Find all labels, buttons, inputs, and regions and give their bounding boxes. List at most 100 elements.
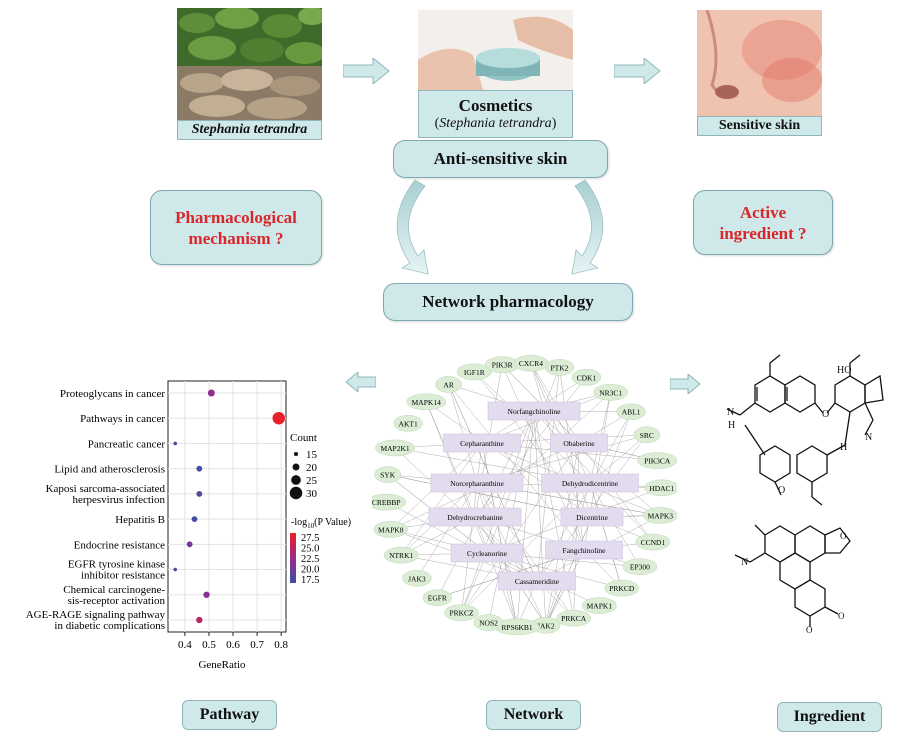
- size-legend-label: 25: [306, 475, 318, 487]
- gene-node-label: MAP2K1: [380, 444, 409, 453]
- svg-text:O: O: [840, 531, 847, 541]
- network-pharmacology-box: Network pharmacology: [383, 283, 633, 321]
- compound-node-label: Norcepharanthine: [450, 479, 504, 488]
- gene-node-label: PIK3CA: [644, 457, 671, 466]
- pathway-label: Pathway: [182, 700, 277, 730]
- data-point: [196, 616, 203, 624]
- gene-node: [457, 363, 492, 381]
- cosmetics-photo: [418, 10, 573, 90]
- svg-text:H: H: [840, 442, 847, 453]
- network-graph: PTK2CDK1NR3C1ABL1SRCPIK3CAHDAC1MAPK3CCND…: [372, 354, 677, 636]
- compound-node-label: Dehydrodicentrine: [562, 479, 619, 488]
- compound-node: [550, 433, 608, 453]
- cosmetics-box: Cosmetics (Stephania tetrandra): [418, 90, 573, 138]
- cosmetics-title: Cosmetics: [458, 96, 533, 115]
- svg-text:H: H: [728, 420, 735, 431]
- svg-text:O: O: [838, 611, 845, 621]
- gene-node-label: MAPK8: [378, 525, 404, 534]
- gene-node: [393, 415, 423, 432]
- sensitive-skin-photo: [697, 10, 822, 116]
- compound-node: [428, 507, 522, 527]
- color-legend-title: -log10(P Value): [291, 517, 351, 530]
- ingredient-label: Ingredient: [777, 702, 882, 732]
- size-legend-label: 20: [306, 462, 318, 474]
- gene-node-label: IGF1R: [464, 368, 485, 377]
- gene-node-label: PRKCD: [609, 584, 635, 593]
- gene-node: [422, 589, 453, 607]
- gene-node-label: HDAC1: [649, 484, 674, 493]
- gene-node-label: PRKCZ: [449, 609, 474, 618]
- gene-node-label: PTK2: [551, 363, 569, 372]
- gene-node-label: EP300: [630, 563, 650, 572]
- x-axis-label: GeneRatio: [198, 659, 246, 671]
- size-legend-dot: [292, 463, 300, 471]
- svg-text:O: O: [822, 409, 829, 420]
- anti-sensitive-skin-box: Anti-sensitive skin: [393, 140, 608, 178]
- data-point: [186, 541, 193, 548]
- size-legend-dot: [289, 486, 303, 500]
- x-tick-label: 0.8: [274, 639, 288, 651]
- data-point: [173, 567, 178, 572]
- gene-node-label: EGFR: [428, 594, 447, 603]
- y-tick-label: Pancreatic cancer: [88, 438, 166, 450]
- gene-node-label: MAPK1: [587, 602, 613, 611]
- cycle-arrows-icon: [396, 179, 604, 275]
- svg-text:HO: HO: [837, 365, 851, 376]
- gene-node-label: AKT1: [399, 419, 418, 428]
- arrow-left-icon: [346, 372, 376, 392]
- arrow-right-icon: [670, 374, 700, 394]
- gene-node: [616, 403, 646, 421]
- gene-node: [402, 569, 432, 587]
- gene-node: [406, 393, 447, 411]
- compound-node-label: Cassameridine: [515, 577, 560, 586]
- compound-node-label: Cepharanthine: [460, 439, 504, 448]
- herb-caption: Stephania tetrandra: [177, 120, 322, 140]
- gene-node-label: CXCR4: [519, 359, 543, 368]
- gene-node-label: ABL1: [622, 408, 641, 417]
- data-point: [196, 465, 203, 472]
- gene-node-label: JAK3: [408, 574, 426, 583]
- gene-node-label: NR3C1: [599, 388, 622, 397]
- y-tick-label: Pathways in cancer: [80, 413, 165, 425]
- y-tick-label: Chemical carcinogene-sis-receptor activa…: [63, 584, 165, 607]
- gene-node: [513, 354, 549, 372]
- data-point: [272, 411, 286, 425]
- gene-node-label: NOS2: [479, 619, 498, 628]
- aporphine-structure: N O O O: [734, 524, 851, 635]
- gene-node-label: MAPK3: [648, 511, 674, 520]
- x-tick-label: 0.7: [250, 639, 264, 651]
- gene-node: [633, 426, 661, 444]
- compound-node: [487, 401, 581, 421]
- x-tick-label: 0.4: [178, 639, 192, 651]
- compound-node: [541, 473, 639, 493]
- plot-area: [167, 380, 287, 633]
- compound-node-label: Obaberine: [563, 439, 595, 448]
- gene-node-label: RPS6KB1: [501, 623, 533, 632]
- compound-node-label: Norfangchinoline: [508, 407, 562, 416]
- gene-node: [604, 579, 640, 597]
- compound-node: [560, 507, 624, 527]
- gene-node: [373, 521, 409, 538]
- gene-node: [383, 546, 419, 564]
- compound-node: [498, 571, 576, 591]
- y-tick-label: Proteoglycans in cancer: [60, 388, 165, 400]
- compound-node-label: Dicentrine: [576, 513, 608, 522]
- gene-node: [644, 479, 677, 497]
- svg-text:N: N: [741, 557, 748, 568]
- data-point: [203, 591, 210, 598]
- gene-node-label: JAK2: [537, 621, 555, 630]
- compound-node: [430, 473, 524, 493]
- active-ingredient-box: Active ingredient ?: [693, 190, 833, 255]
- color-legend-label: 17.5: [301, 575, 319, 586]
- gene-node-label: PIK3R: [492, 361, 513, 370]
- gene-node-label: AR: [443, 380, 453, 389]
- pharmacological-mechanism-box: Pharmacological mechanism ?: [150, 190, 322, 265]
- gene-node: [375, 439, 415, 457]
- y-tick-label: Hepatitis B: [115, 514, 165, 526]
- gene-node: [637, 452, 677, 469]
- data-point: [196, 490, 203, 497]
- gene-node-label: NTRK1: [389, 551, 413, 560]
- network-label: Network: [486, 700, 581, 730]
